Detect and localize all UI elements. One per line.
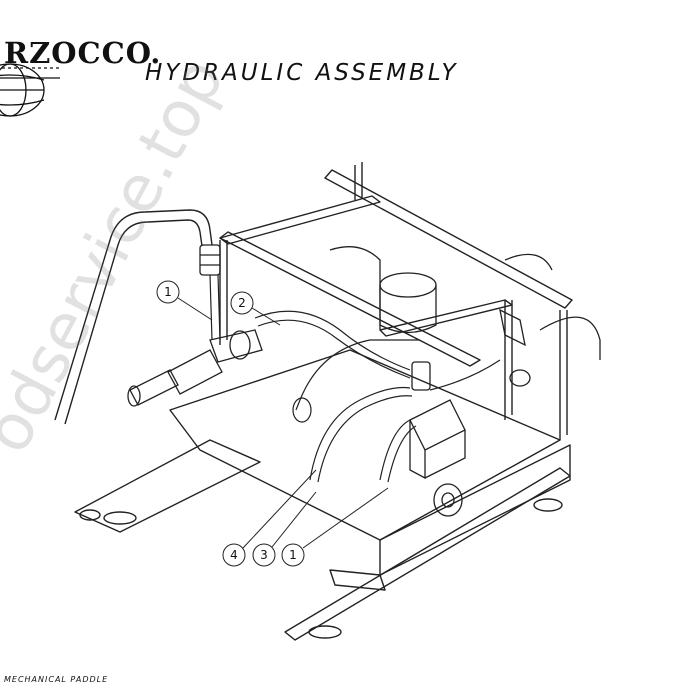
base-lower (329, 569, 386, 591)
base-rail-front (284, 467, 571, 641)
post-4 (559, 310, 568, 440)
brand-logo-text: RZOCCO. (4, 36, 162, 70)
globe-logo-icon (0, 63, 60, 117)
page-title: HYDRAULIC ASSEMBLY (145, 60, 459, 86)
callout-group: 1 2 4 3 1 (156, 280, 389, 567)
post-2 (219, 240, 228, 345)
post-3 (504, 300, 513, 420)
post-1 (354, 162, 363, 200)
base-floor (169, 349, 561, 541)
foot-3 (533, 498, 563, 512)
callout-1-bottom: 1 (281, 487, 389, 567)
callout-2: 2 (230, 291, 281, 326)
callout-1-top: 1 (156, 280, 213, 321)
cylinder-tank (329, 246, 437, 334)
callout-3: 3 (252, 491, 317, 567)
pump-assembly (127, 329, 263, 407)
valve-block (409, 361, 466, 517)
base-front (74, 439, 261, 533)
callout-4: 4 (222, 469, 317, 567)
cross-rail (219, 195, 381, 245)
foot-4 (79, 509, 101, 521)
callout-2-label: 2 (238, 296, 246, 310)
foot-1 (103, 511, 137, 525)
callout-1-top-label: 1 (164, 285, 172, 299)
callout-4-label: 4 (230, 548, 238, 562)
foot-2 (308, 625, 342, 639)
frame-group (74, 162, 573, 641)
callout-3-label: 3 (260, 548, 268, 562)
base-side (379, 444, 571, 576)
top-rail-right (324, 169, 573, 309)
right-valves (499, 253, 601, 387)
callout-1-bottom-label: 1 (289, 548, 297, 562)
fitting-left-top (199, 244, 221, 276)
top-rail-left (219, 231, 481, 367)
left-tube (54, 209, 213, 425)
footer-caption: MECHANICAL PADDLE (4, 675, 109, 684)
tubing (209, 274, 501, 483)
